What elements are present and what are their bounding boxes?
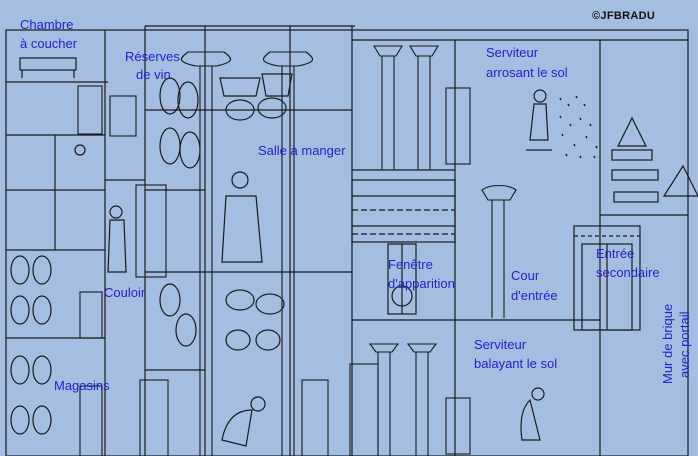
label-chambre-line1: Chambre [20,17,74,32]
pyramid-shape [611,116,698,203]
columns [77,45,517,456]
water-drops [559,95,598,159]
storage-jars [10,73,293,435]
label-salle-a-manger: Salle à manger [258,143,346,158]
label-cour-line1: Cour [511,268,540,283]
label-chambre-line2: à coucher [20,36,78,51]
label-mur-line1: Mur de brique [660,303,675,384]
label-serviteur-arrosant-line1: Serviteur [486,45,539,60]
human-figures [74,89,552,447]
decorative-bands [352,209,640,237]
label-magasins: Magasins [54,378,110,393]
label-fenetre-line2: d'apparition [388,276,455,291]
bed [19,57,77,78]
secondary-entrance [573,225,641,331]
label-serviteur-arrosant-line2: arrosant le sol [486,65,568,80]
label-couloir: Couloir [104,285,146,300]
label-serviteur-balayant-line2: balayant le sol [474,356,558,371]
label-reserves-line2: de vin [136,67,171,82]
credit-watermark: ©JFBRADU [592,10,656,22]
label-mur-line2: avec portail [677,311,692,378]
label-entree-secondaire-line2: secondaire [596,265,660,280]
label-cour-line2: d'entrée [511,288,558,303]
label-reserves-line1: Réserves [125,49,180,64]
window-of-appearances [351,179,456,315]
label-serviteur-balayant-line1: Serviteur [474,337,527,352]
label-fenetre-line1: Fenêtre [388,257,433,272]
label-entree-secondaire-line1: Entrée [596,246,635,261]
